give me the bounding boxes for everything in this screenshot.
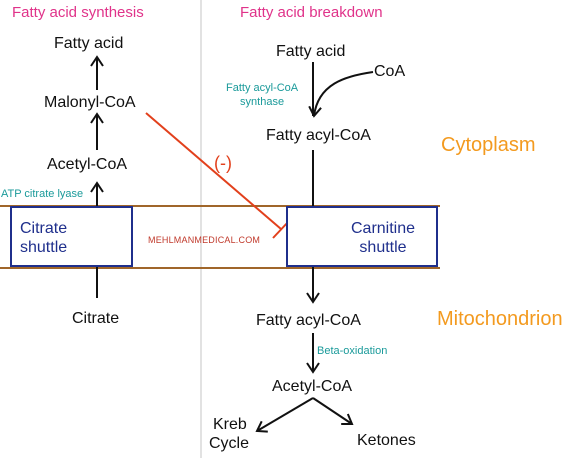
breakdown-header: Fatty acid breakdown — [240, 4, 383, 21]
ketones-label: Ketones — [357, 432, 416, 449]
breakdown-fatty-acid-label: Fatty acid — [276, 43, 346, 60]
cytoplasm-label: Cytoplasm — [441, 134, 536, 156]
watermark: MEHLMANMEDICAL.COM — [148, 235, 261, 245]
acetyl-to-kreb-arrow — [255, 397, 314, 433]
carnitine-shuttle-line2: shuttle — [359, 239, 407, 256]
citrate-shuttle-line2: shuttle — [20, 239, 68, 256]
synthase-line2: synthase — [240, 96, 285, 108]
synthesis-header: Fatty acid synthesis — [12, 4, 144, 21]
kreb-cycle-label: Kreb Cycle — [209, 415, 249, 453]
inhibition-label: (-) — [214, 153, 232, 173]
kreb-line2: Cycle — [209, 435, 250, 452]
synthase-line1: Fatty acyl-CoA — [226, 82, 299, 94]
mitochondrion-fatty-acyl-coa-label: Fatty acyl-CoA — [256, 312, 361, 329]
kreb-line1: Kreb — [213, 416, 247, 433]
synthesis-acetyl-coa-label: Acetyl-CoA — [47, 156, 128, 173]
beta-oxidation-label: Beta-oxidation — [317, 345, 388, 357]
coa-label: CoA — [374, 63, 406, 80]
malonyl-coa-label: Malonyl-CoA — [44, 94, 136, 111]
citrate-shuttle-box: Citrate shuttle — [10, 206, 133, 267]
cytoplasm-fatty-acyl-coa-label: Fatty acyl-CoA — [266, 127, 371, 144]
citrate-shuttle-line1: Citrate — [20, 220, 68, 237]
atp-citrate-lyase-label: ATP citrate lyase — [1, 188, 84, 200]
carnitine-shuttle-box: Carnitine shuttle — [286, 206, 438, 267]
breakdown-acetyl-coa-label: Acetyl-CoA — [272, 378, 353, 395]
fatty-acyl-coa-synthase-label: Fatty acyl-CoA synthase — [226, 81, 298, 109]
malonyl-inhibits-carnitine-line — [145, 112, 282, 230]
coa-joining-curve-arrow — [308, 71, 374, 118]
mitochondrion-label: Mitochondrion — [437, 308, 563, 330]
citrate-label: Citrate — [72, 310, 120, 327]
carnitine-shuttle-line1: Carnitine — [350, 220, 416, 237]
acetyl-to-ketones-arrow — [312, 397, 354, 425]
synthesis-fatty-acid-label: Fatty acid — [54, 35, 124, 52]
